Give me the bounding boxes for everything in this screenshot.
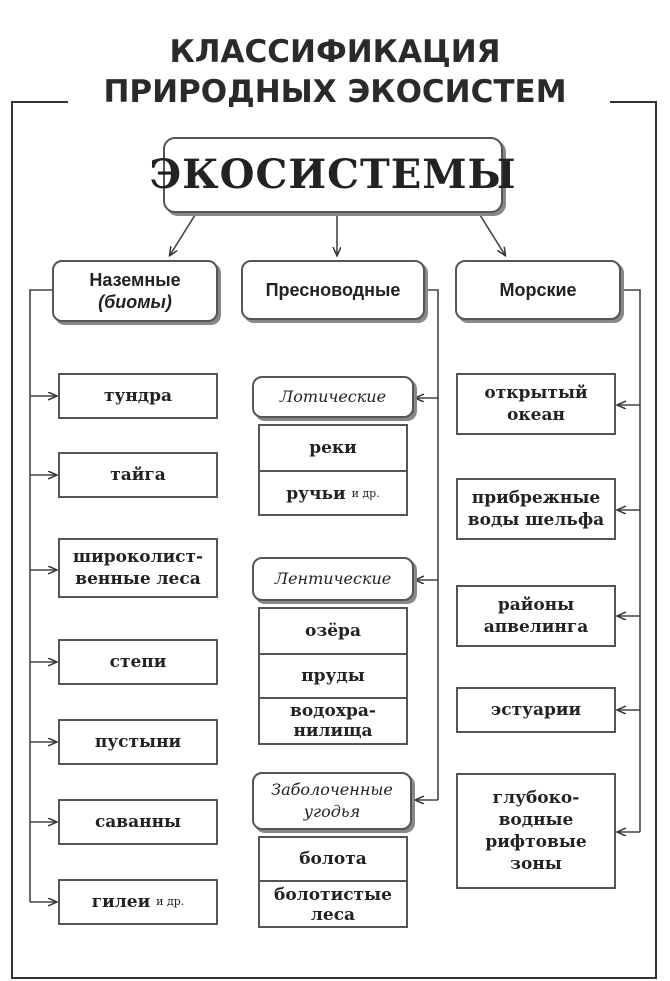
land-item-last: гилеи и др. xyxy=(58,879,218,925)
land-item-last-label: гилеи xyxy=(91,892,151,912)
marine-item: глубоко-водные рифтовые зоны xyxy=(456,773,616,889)
marine-item: прибрежные воды шельфа xyxy=(456,478,616,540)
marine-item: районы апвелинга xyxy=(456,585,616,647)
fresh-lentic-item: водохра-нилища xyxy=(290,701,376,741)
marine-bracket xyxy=(622,289,641,832)
fresh-lotic-last-label: ручьи xyxy=(286,484,346,504)
fresh-wetlands-item: болотистые леса xyxy=(274,885,392,925)
title-line-1: КЛАССИФИКАЦИЯ xyxy=(169,34,501,70)
land-item: широколист-венные леса xyxy=(58,538,218,598)
land-item: пустыни xyxy=(58,719,218,765)
land-item: саванны xyxy=(58,799,218,845)
category-land-label: Наземные xyxy=(89,270,181,290)
fresh-lotic-item-last: ручьи и др. xyxy=(260,472,406,516)
arrow-to-land xyxy=(170,214,196,255)
category-fresh-box: Пресноводные xyxy=(241,260,425,320)
land-bracket xyxy=(29,289,52,902)
fresh-lentic-label: Лентические xyxy=(252,557,414,601)
frame-border xyxy=(11,101,657,979)
land-item-last-suffix: и др. xyxy=(156,895,185,908)
category-marine-box: Морские xyxy=(455,260,621,320)
fresh-lentic-item: озёра xyxy=(260,609,406,655)
fresh-wetlands-label: Заболоченные угодья xyxy=(252,772,412,830)
marine-item: открытый океан xyxy=(456,373,616,435)
fresh-lotic-list: реки ручьи и др. xyxy=(258,424,408,516)
fresh-lentic-list: озёра пруды водохра-нилища xyxy=(258,607,408,745)
land-item: тундра xyxy=(58,373,218,419)
fresh-lotic-item: реки xyxy=(260,426,406,472)
land-item: тайга xyxy=(58,452,218,498)
fresh-lotic-label: Лотические xyxy=(252,376,414,418)
fresh-bracket xyxy=(426,289,439,800)
root-ecosystems-box: ЭКОСИСТЕМЫ xyxy=(149,137,516,213)
arrow-to-marine xyxy=(479,214,505,255)
fresh-lotic-last-suffix: и др. xyxy=(351,487,380,500)
land-item: степи xyxy=(58,639,218,685)
title-line-2: ПРИРОДНЫХ ЭКОСИСТЕМ xyxy=(103,74,567,110)
fresh-wetlands-item: болота xyxy=(260,838,406,882)
fresh-lentic-item: пруды xyxy=(260,655,406,699)
category-land-sublabel: (биомы) xyxy=(98,292,172,312)
marine-item: эстуарии xyxy=(456,687,616,733)
fresh-wetlands-list: болота болотистые леса xyxy=(258,836,408,928)
category-land-box: Наземные (биомы) xyxy=(52,260,218,322)
